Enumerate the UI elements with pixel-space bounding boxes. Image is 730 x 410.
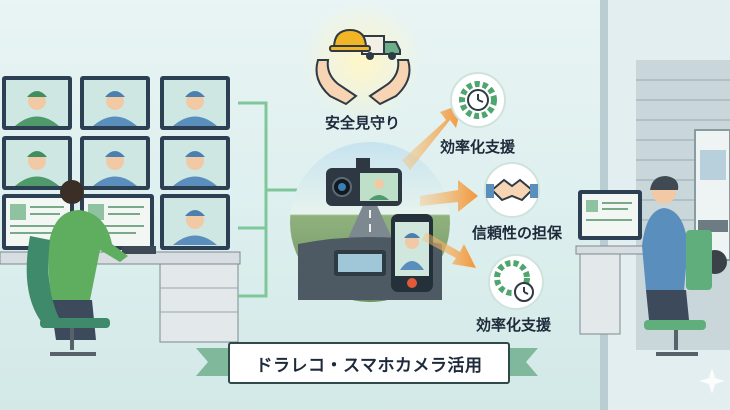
label-safety: 安全見守り	[325, 114, 401, 132]
handshake-icon	[484, 162, 540, 218]
hard-hat-icon	[329, 28, 371, 52]
safety-icon-group	[302, 2, 422, 122]
gear-clock-icon	[450, 72, 506, 128]
worker-faces	[15, 91, 217, 245]
truck-icon	[361, 35, 401, 60]
label-efficiency-top: 効率化支援	[440, 138, 516, 156]
banner-title: ドラレコ・スマホカメラ活用	[255, 355, 483, 376]
monitor-wall	[2, 76, 230, 250]
title-banner: ドラレコ・スマホカメラ活用	[228, 342, 510, 384]
right-operator-desk	[575, 176, 712, 356]
label-efficiency-bottom: 効率化支援	[476, 316, 552, 334]
hands-icon	[315, 59, 411, 106]
benefit-arrows	[402, 104, 478, 268]
sparkle-icon	[699, 368, 725, 394]
dashcam-icon	[326, 158, 402, 206]
label-trust: 信頼性の担保	[472, 224, 563, 242]
left-operator-desk	[0, 180, 241, 356]
smartphone-icon	[391, 214, 433, 292]
connector-lines	[238, 101, 300, 298]
gear-clock-icon	[488, 254, 544, 310]
